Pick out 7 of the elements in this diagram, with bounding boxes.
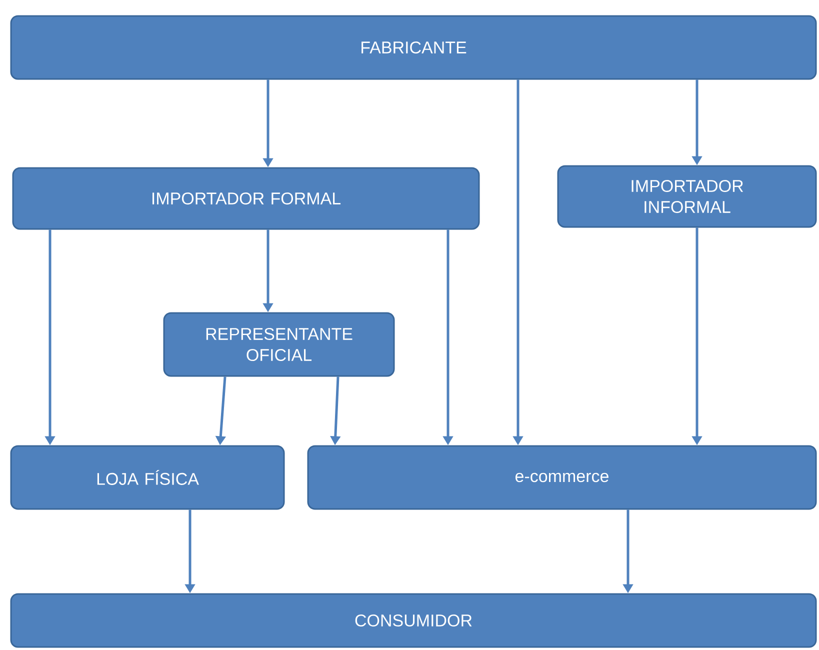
process-box: LOJA FÍSICA [10, 445, 285, 510]
process-box: REPRESENTANTE OFICIAL [163, 312, 395, 377]
process-box: e-commerce [307, 445, 817, 510]
process-box: CONSUMIDOR [10, 593, 817, 648]
process-box: IMPORTADOR FORMAL [12, 167, 480, 230]
process-box: FABRICANTE [10, 15, 817, 80]
process-box: IMPORTADOR INFORMAL [557, 165, 817, 228]
